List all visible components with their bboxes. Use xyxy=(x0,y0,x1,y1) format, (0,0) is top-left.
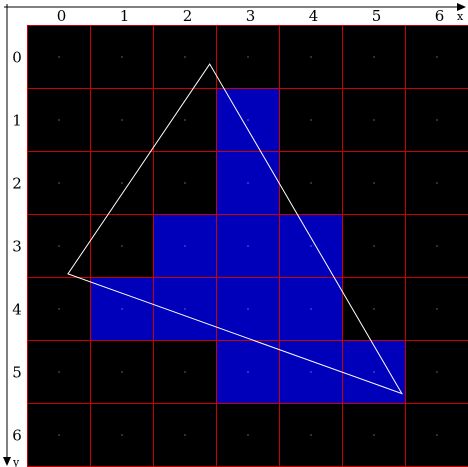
y-tick-label: 6 xyxy=(12,427,22,445)
cell-center-dot xyxy=(184,308,186,310)
cell-center-dot xyxy=(121,56,123,58)
cell-center-dot xyxy=(121,308,123,310)
y-axis-arrowhead xyxy=(3,457,11,466)
cell-center-dot xyxy=(310,56,312,58)
x-tick-labels: 0 1 2 3 4 5 6 xyxy=(57,7,445,25)
y-tick-labels: 0 1 2 3 4 5 6 xyxy=(12,49,22,445)
triangle-outline xyxy=(67,63,403,395)
cell-center-dot xyxy=(58,245,60,247)
cell-center-dot xyxy=(184,245,186,247)
cell-center-dot xyxy=(247,56,249,58)
cell-center-dot xyxy=(58,56,60,58)
cell-center-dot xyxy=(310,434,312,436)
cell-center-dot xyxy=(121,434,123,436)
axes: x y xyxy=(3,3,466,467)
x-tick-label: 6 xyxy=(435,7,445,25)
cell-center-dot xyxy=(184,56,186,58)
cell-center-dot xyxy=(121,182,123,184)
cell-center-dot xyxy=(247,308,249,310)
cell-center-dot xyxy=(310,308,312,310)
x-tick-label: 4 xyxy=(309,7,319,25)
cell-center-dot xyxy=(436,182,438,184)
y-tick-label: 2 xyxy=(12,175,22,193)
x-tick-label: 5 xyxy=(372,7,382,25)
cell-center-dot xyxy=(436,371,438,373)
y-tick-label: 0 xyxy=(12,49,22,67)
x-tick-label: 3 xyxy=(246,7,256,25)
cell-center-dot xyxy=(436,119,438,121)
cell-center-dot xyxy=(310,119,312,121)
x-tick-label: 1 xyxy=(120,7,130,25)
cell-center-dot xyxy=(121,371,123,373)
cell-center-dot xyxy=(373,56,375,58)
cell-center-dot xyxy=(310,371,312,373)
cell-center-dot xyxy=(58,434,60,436)
cell-center-dot xyxy=(58,182,60,184)
y-tick-label: 5 xyxy=(12,364,22,382)
cell-center-dot xyxy=(247,371,249,373)
y-tick-label: 4 xyxy=(12,301,22,319)
y-axis-label: y xyxy=(12,456,20,467)
cell-center-dot xyxy=(121,119,123,121)
cell-center-dot xyxy=(310,182,312,184)
y-tick-label: 1 xyxy=(12,112,22,130)
cell-center-dot xyxy=(247,434,249,436)
cell-center-dot xyxy=(247,119,249,121)
cell-center-dot xyxy=(373,119,375,121)
x-tick-label: 2 xyxy=(183,7,193,25)
x-tick-label: 0 xyxy=(57,7,67,25)
cell-center-dot xyxy=(373,371,375,373)
cell-center-dot xyxy=(58,119,60,121)
cell-center-dot xyxy=(373,245,375,247)
cell-center-dot xyxy=(184,434,186,436)
cell-center-dot xyxy=(58,308,60,310)
cell-center-dot xyxy=(436,56,438,58)
cell-center-dot xyxy=(436,308,438,310)
cell-center-dot xyxy=(373,308,375,310)
cell-center-dot xyxy=(247,182,249,184)
cell-center-dot xyxy=(58,371,60,373)
cell-center-dot xyxy=(373,182,375,184)
cell-center-dot xyxy=(184,119,186,121)
y-tick-label: 3 xyxy=(12,238,22,256)
x-axis-arrowhead xyxy=(457,3,466,11)
cell-center-dot xyxy=(184,182,186,184)
cell-center-dot xyxy=(436,434,438,436)
cell-center-dot xyxy=(121,245,123,247)
cell-center-dot xyxy=(310,245,312,247)
x-axis-label: x xyxy=(457,10,464,23)
cell-center-dot xyxy=(373,434,375,436)
cell-center-dot xyxy=(247,245,249,247)
cell-center-dots xyxy=(58,56,438,436)
cell-center-dot xyxy=(184,371,186,373)
cell-center-dot xyxy=(436,245,438,247)
